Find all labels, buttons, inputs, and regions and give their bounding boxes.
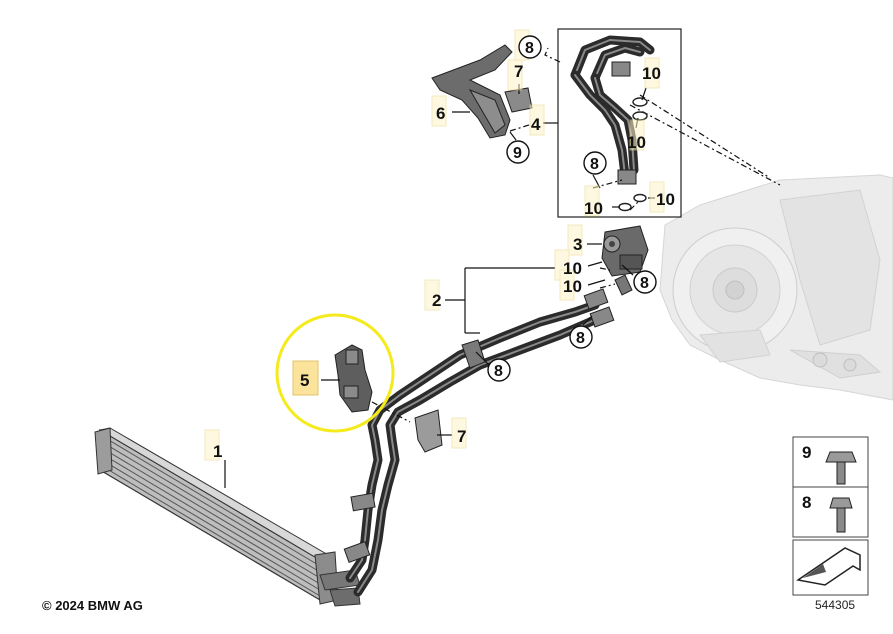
callout-9: 9 [513,145,522,162]
callout-7-lower: 7 [457,427,466,446]
oil-cooler-part [94,427,361,607]
thermostat-part [601,225,649,296]
callout-4: 4 [531,115,541,134]
highlight-circle-icon [275,313,395,433]
callout-10-a: 10 [642,64,661,83]
callout-3: 3 [573,235,582,254]
guide-line [639,94,771,179]
callout-6: 6 [436,104,445,123]
bracket-part [431,44,513,139]
callout-circles [487,35,657,382]
fastener-legend [792,436,869,596]
legend-label-8: 8 [802,493,811,512]
oil-cooler-lines-part [343,288,615,597]
callout-5: 5 [300,371,309,390]
callout-10-d: 10 [656,190,675,209]
bolt-9-icon [825,451,857,485]
callout-10-c: 10 [584,199,603,218]
transmission-icon [659,174,893,401]
copyright-text: © 2024 BMW AG [42,598,143,613]
mount-part [334,344,373,413]
callout-8-c: 8 [640,275,649,292]
callout-10-b: 10 [627,133,646,152]
bolt-8-icon [829,497,853,533]
callout-2: 2 [432,291,441,310]
callout-8-b: 8 [590,156,599,173]
holder-lower-part [371,401,443,453]
guide-line [544,47,561,63]
callout-7-top: 7 [514,62,523,81]
callout-1: 1 [213,442,222,461]
callout-8-d: 8 [576,330,585,347]
callout-10-f: 10 [563,277,582,296]
legend-label-9: 9 [802,443,811,462]
guide-line [629,104,781,186]
callout-8-a: 8 [525,40,534,57]
diagram-number: 544305 [815,598,855,612]
callout-10-e: 10 [563,259,582,278]
transmission-oil-lines-part [570,35,655,212]
tag-box-5 [292,360,319,396]
direction-arrow-icon [796,547,861,586]
callout-8-e: 8 [494,363,503,380]
